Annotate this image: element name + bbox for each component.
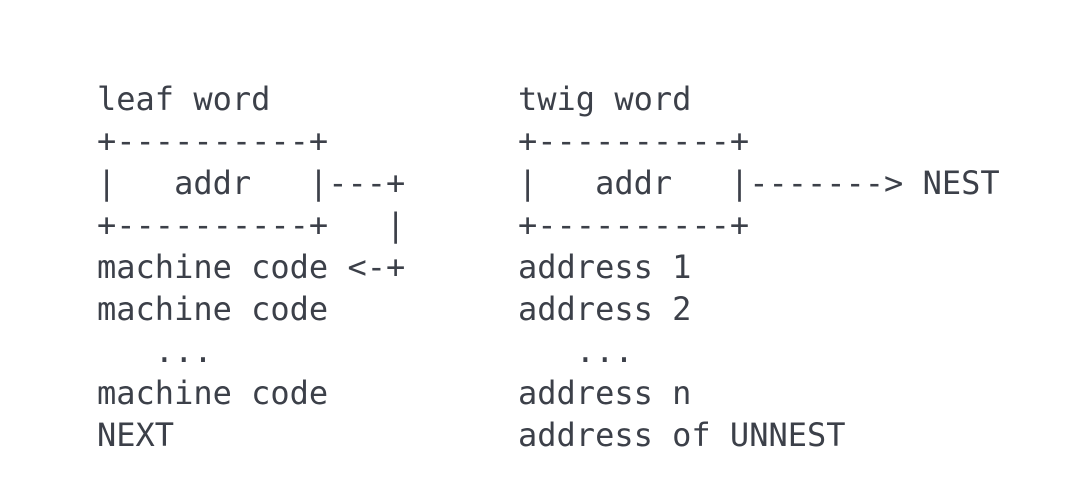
leaf-word-body-line-2: machine code (97, 290, 329, 328)
leaf-word-box-addr-row: | addr |---+ (97, 164, 406, 202)
leaf-word-box-top-border: +----------+ (97, 122, 329, 160)
twig-word-ellipsis: ... (518, 332, 634, 370)
twig-word-body-line-2: address 2 (518, 290, 692, 328)
twig-word-box-addr-row: | addr |-------> NEST (518, 164, 1000, 202)
leaf-word-box-bottom-border: +----------+ | (97, 206, 406, 244)
twig-word-box-bottom-border: +----------+ (518, 206, 750, 244)
leaf-word-body-line-1: machine code <-+ (97, 248, 406, 286)
twig-word-box-top-border: +----------+ (518, 122, 750, 160)
twig-word-column: twig word +----------+ | addr |-------> NE… (518, 78, 1000, 456)
twig-word-terminator: address of UNNEST (518, 416, 846, 454)
twig-word-body-line-1: address 1 (518, 248, 692, 286)
leaf-word-column: leaf word +----------+ | addr |---+ +------… (97, 78, 405, 456)
leaf-word-heading: leaf word (97, 80, 271, 118)
leaf-word-ellipsis: ... (97, 332, 213, 370)
leaf-word-terminator: NEXT (97, 416, 175, 454)
twig-word-heading: twig word (518, 80, 692, 118)
leaf-word-body-line-3: machine code (97, 374, 329, 412)
twig-word-body-line-3: address n (518, 374, 692, 412)
